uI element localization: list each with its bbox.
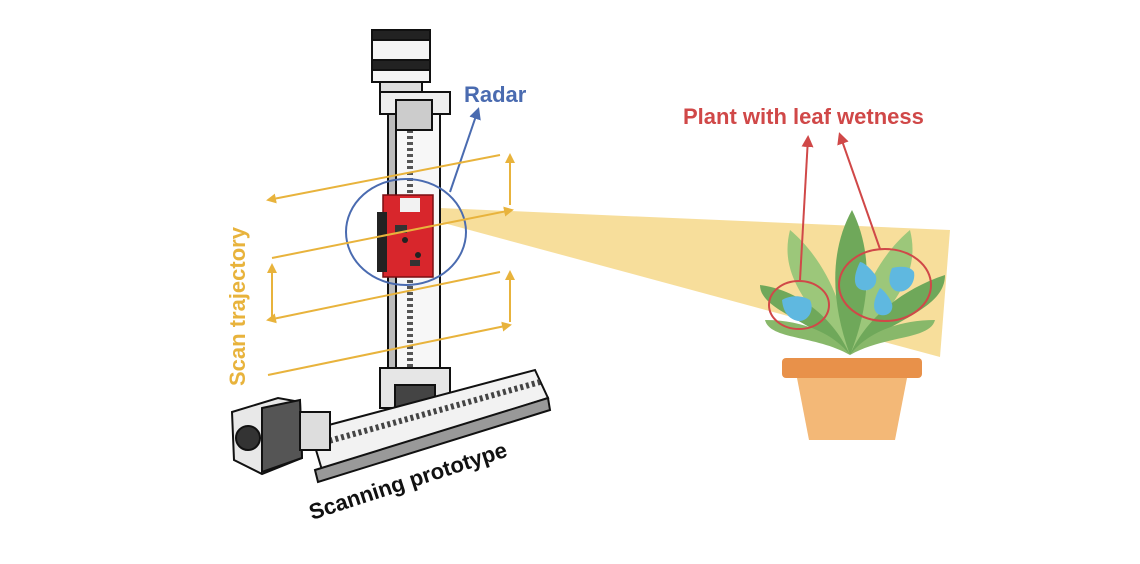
pot-rim <box>782 358 922 378</box>
water-droplet-icon <box>782 296 812 321</box>
radar-pointer-arrow <box>450 110 478 192</box>
scan-trajectory-label: Scan trajectory <box>225 226 250 386</box>
stepper-motor-icon <box>372 30 430 92</box>
radar-label: Radar <box>464 82 527 107</box>
pot-body <box>797 378 907 440</box>
plant-label: Plant with leaf wetness <box>683 104 924 129</box>
stepper-motor-icon <box>232 398 330 474</box>
